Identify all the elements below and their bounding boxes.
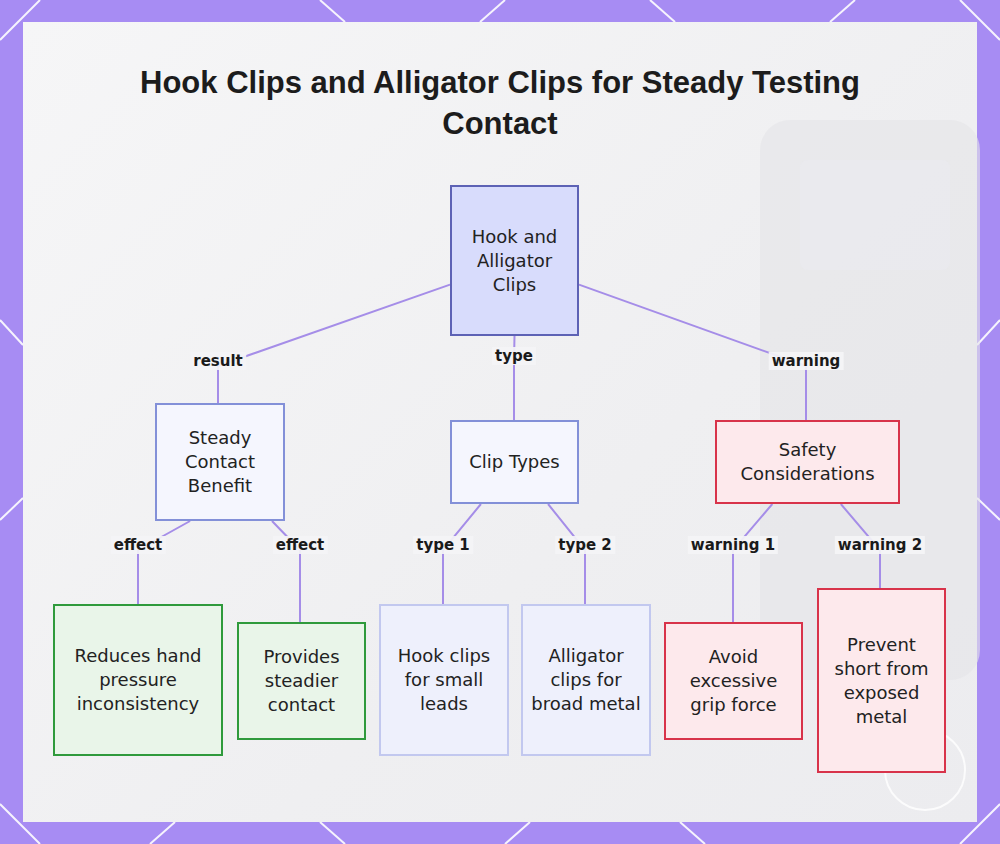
warning-box: Prevent short from exposed metal <box>817 588 946 773</box>
edge-label: effect <box>273 536 328 554</box>
edge-label: effect <box>111 536 166 554</box>
connector-line <box>548 504 585 604</box>
node-text: Safety Considerations <box>721 438 894 486</box>
connector-line <box>733 504 772 622</box>
category-box: Clip Types <box>450 420 579 504</box>
connector-line <box>443 504 481 604</box>
node-text: Steady Contact Benefit <box>161 426 279 498</box>
edge-label: type <box>492 347 536 365</box>
node-text: Avoid excessive grip force <box>670 645 797 717</box>
edge-label: result <box>190 352 246 370</box>
effect-box: Reduces hand pressure inconsistency <box>53 604 223 756</box>
node-text: Prevent short from exposed metal <box>823 633 940 729</box>
connector-line <box>138 521 190 604</box>
edge-label: warning <box>769 352 844 370</box>
node-text: Hook and Alligator Clips <box>456 225 573 297</box>
warning-box: Avoid excessive grip force <box>664 622 803 740</box>
edge-label: warning 1 <box>688 536 778 554</box>
connector-line <box>218 285 450 403</box>
effect-box: Provides steadier contact <box>237 622 366 740</box>
node-text: Alligator clips for broad metal <box>527 644 645 716</box>
category-box: Steady Contact Benefit <box>155 403 285 521</box>
node-text: Hook clips for small leads <box>385 644 503 716</box>
edge-label: warning 2 <box>835 536 925 554</box>
warning-category-box: Safety Considerations <box>715 420 900 504</box>
root-topic-box: Hook and Alligator Clips <box>450 185 579 336</box>
type-box: Alligator clips for broad metal <box>521 604 651 756</box>
type-box: Hook clips for small leads <box>379 604 509 756</box>
diagram-title: Hook Clips and Alligator Clips for Stead… <box>100 62 900 144</box>
node-text: Reduces hand pressure inconsistency <box>59 644 217 716</box>
edge-label: type 2 <box>555 536 615 554</box>
node-text: Provides steadier contact <box>243 645 360 717</box>
edge-label: type 1 <box>413 536 473 554</box>
node-text: Clip Types <box>469 450 559 474</box>
